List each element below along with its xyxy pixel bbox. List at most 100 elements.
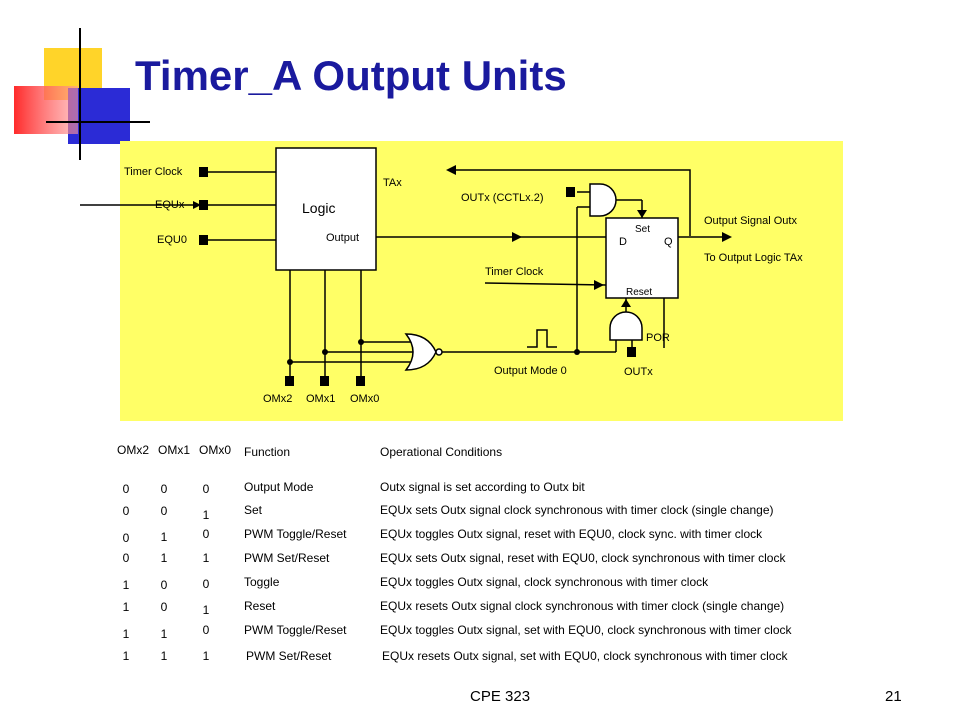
bit-omx0: 1 (202, 508, 210, 522)
footer-course: CPE 323 (470, 688, 531, 705)
tax-label: TAx (383, 177, 402, 189)
bit-omx1: 0 (160, 578, 168, 592)
conditions-cell: EQUx toggles Outx signal, reset with EQU… (380, 527, 763, 541)
logic-block (275, 147, 377, 271)
conditions-cell: EQUx resets Outx signal, set with EQU0, … (382, 649, 788, 663)
conditions-cell: Outx signal is set according to Outx bit (380, 480, 585, 494)
function-cell: PWM Set/Reset (246, 649, 332, 663)
omx2-junction (287, 359, 293, 365)
page-number: 21 (885, 688, 902, 705)
bit-omx0: 0 (202, 527, 210, 541)
omx1-pin-label: OMx1 (306, 393, 336, 405)
deco-red-square (14, 86, 78, 134)
output-mode0-label: Output Mode 0 (494, 365, 567, 377)
function-cell: PWM Toggle/Reset (244, 623, 347, 637)
function-cell: Reset (244, 599, 276, 613)
output-unit-diagram (80, 147, 732, 386)
set-arrowhead (637, 210, 647, 218)
ff-q-label: Q (664, 236, 673, 248)
corner-decoration (14, 28, 150, 160)
omx1-pin (320, 376, 329, 386)
bit-omx1: 1 (160, 649, 168, 663)
conditions-cell: EQUx toggles Outx signal, set with EQU0,… (380, 623, 792, 637)
bit-omx1: 0 (160, 482, 168, 496)
feedback-arrowhead (446, 165, 456, 175)
nor-bubble (435, 348, 443, 356)
table-header-function: Function (244, 445, 291, 459)
flip-flop (605, 217, 679, 299)
function-cell: PWM Toggle/Reset (244, 527, 347, 541)
conditions-cell: EQUx sets Outx signal, reset with EQU0, … (380, 551, 786, 565)
ff-d-label: D (619, 236, 627, 248)
equx-pin (199, 200, 208, 210)
outx-cctl-pin (566, 187, 575, 197)
logic-output-label: Output (326, 232, 360, 244)
logic-block-title: Logic (302, 200, 336, 216)
table-header-omx1: OMx1 (158, 443, 191, 457)
outx-cctl-label: OUTx (CCTLx.2) (461, 192, 544, 204)
mode0-wire (440, 207, 578, 353)
to-output-logic-label: To Output Logic TAx (704, 252, 803, 264)
ff-timer-clock-label: Timer Clock (485, 266, 544, 278)
conditions-cell: EQUx resets Outx signal clock synchronou… (380, 599, 785, 613)
ff-reset-label: Reset (626, 287, 653, 298)
bit-omx1: 0 (160, 504, 168, 518)
bit-omx2: 0 (122, 531, 130, 545)
logic-output-arrowhead (512, 232, 522, 242)
bit-omx2: 0 (122, 551, 130, 565)
bit-omx1: 1 (160, 627, 168, 641)
por-label: POR (646, 332, 670, 344)
ff-clock-arrowhead (594, 280, 604, 290)
diagram-panel (120, 141, 843, 421)
bit-omx0: 1 (202, 551, 210, 565)
bit-omx0: 1 (202, 649, 210, 663)
table-header-omx0: OMx0 (199, 443, 232, 457)
equx-label: EQUx (155, 199, 185, 211)
conditions-cell: EQUx toggles Outx signal, clock synchron… (380, 575, 709, 589)
equ0-pin (199, 235, 208, 245)
set-gate (589, 183, 617, 217)
pulse-symbol (527, 329, 557, 348)
timer-clock-label: Timer Clock (124, 166, 183, 178)
output-signal-label: Output Signal Outx (704, 215, 797, 227)
omx0-pin-label: OMx0 (350, 393, 380, 405)
ff-clock-wire (484, 282, 607, 286)
q-output-arrowhead (722, 232, 732, 242)
equ0-label: EQU0 (157, 234, 187, 246)
bit-omx2: 1 (122, 627, 130, 641)
bit-omx0: 1 (202, 603, 210, 617)
omx2-pin (285, 376, 294, 386)
bit-omx0: 0 (202, 482, 210, 496)
bit-omx2: 1 (122, 649, 130, 663)
bit-omx2: 0 (122, 504, 130, 518)
feedback-wire (452, 169, 691, 236)
conditions-cell: EQUx sets Outx signal clock synchronous … (380, 503, 774, 517)
outx-label: OUTx (624, 366, 653, 378)
table-header-omx2: OMx2 (117, 443, 150, 457)
slide-title: Timer_A Output Units (135, 52, 567, 99)
bit-omx1: 0 (160, 600, 168, 614)
omx2-pin-label: OMx2 (263, 393, 293, 405)
bit-omx0: 0 (202, 577, 210, 591)
omx1-junction (322, 349, 328, 355)
omx0-junction (358, 339, 364, 345)
deco-blue-square (68, 88, 130, 144)
mode0-junction (574, 349, 580, 355)
function-cell: PWM Set/Reset (244, 551, 330, 565)
bit-omx2: 0 (122, 482, 130, 496)
function-cell: Toggle (244, 575, 280, 589)
timer-clock-pin (199, 167, 208, 177)
function-cell: Output Mode (244, 480, 314, 494)
outx-pin (627, 347, 636, 357)
bit-omx2: 1 (122, 600, 130, 614)
nor-gate (404, 333, 437, 371)
bit-omx2: 1 (122, 578, 130, 592)
table-header-conditions: Operational Conditions (380, 445, 503, 459)
equx-arrowhead (193, 201, 201, 209)
bit-omx1: 1 (160, 551, 168, 565)
bit-omx0: 0 (202, 623, 210, 637)
ff-set-label: Set (635, 224, 651, 235)
omx0-pin (356, 376, 365, 386)
bit-omx1: 1 (160, 530, 168, 544)
reset-gate (609, 311, 643, 341)
